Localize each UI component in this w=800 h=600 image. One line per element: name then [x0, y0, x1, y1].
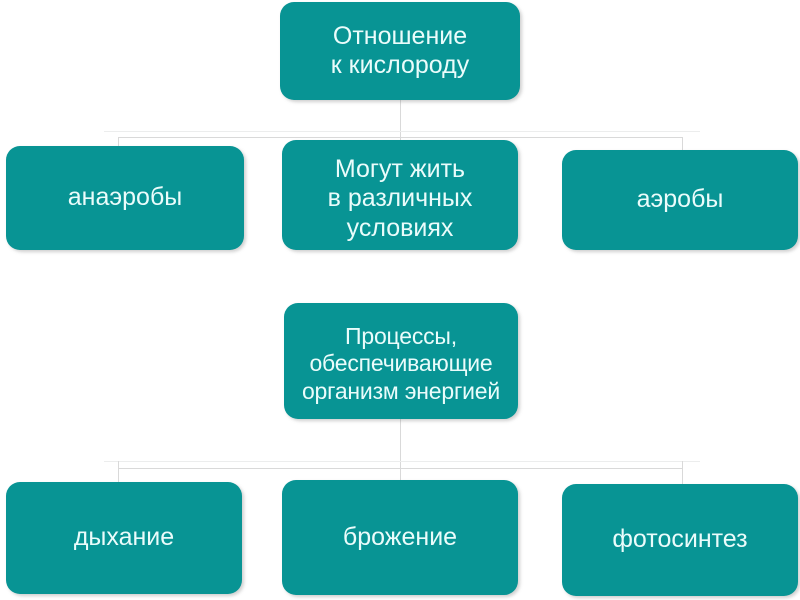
connector-branch-aerobes	[682, 137, 683, 151]
node-mogut-zhit-v-razlichnyh-usloviyah[interactable]: Могут жить в различных условиях	[282, 140, 518, 250]
node-otnoshenie-k-kislorodu[interactable]: Отношение к кислороду	[280, 2, 520, 100]
connector-branch-respiration	[118, 461, 119, 482]
node-processy-obespechivayushchie-organizm-energiey[interactable]: Процессы, обеспечивающие организм энерги…	[284, 303, 518, 419]
node-label: Процессы, обеспечивающие организм энерги…	[301, 323, 501, 404]
connector-branch-photosynthesis	[682, 461, 683, 484]
node-aeroby[interactable]: аэробы	[562, 150, 798, 250]
connector-root-stem-processes	[400, 419, 401, 469]
node-label: фотосинтез	[612, 525, 748, 554]
node-label: дыхание	[73, 523, 175, 552]
node-label: Отношение к кислороду	[330, 21, 470, 80]
node-label: брожение	[342, 522, 458, 551]
node-brozhenie[interactable]: брожение	[282, 480, 518, 595]
node-fotosintez[interactable]: фотосинтез	[562, 484, 798, 596]
connector-branch-anaerobes	[118, 137, 119, 149]
connector-bus-upper-processes	[104, 461, 700, 462]
node-anaeroby[interactable]: анаэробы	[6, 146, 244, 250]
connector-branch-fermentation	[400, 468, 401, 480]
connector-root-stem-oxygen	[400, 100, 401, 138]
node-label: анаэробы	[67, 183, 183, 212]
node-label: аэробы	[636, 185, 724, 214]
node-label: Могут жить в различных условиях	[327, 154, 473, 242]
node-dyhanie[interactable]: дыхание	[6, 482, 242, 594]
connector-bus-upper-oxygen	[104, 131, 700, 132]
